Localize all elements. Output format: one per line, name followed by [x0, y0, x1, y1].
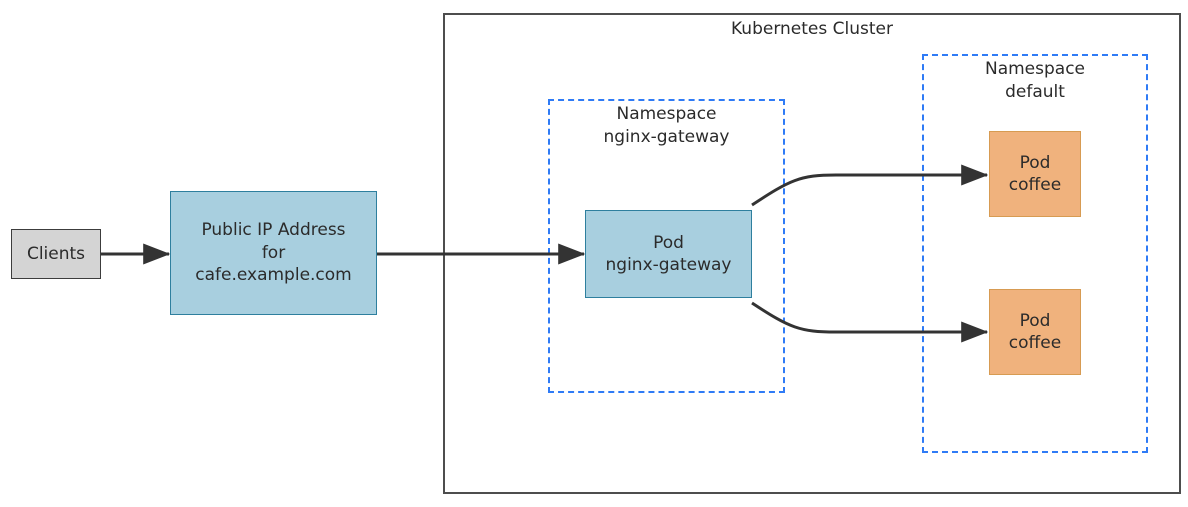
node-pod-coffee-2[interactable]: Pod coffee	[989, 289, 1081, 375]
node-public-ip-address[interactable]: Public IP Address for cafe.example.com	[170, 191, 377, 315]
kubernetes-cluster-label: Kubernetes Cluster	[731, 19, 893, 39]
node-clients[interactable]: Clients	[11, 229, 101, 279]
namespace-default-boundary	[922, 54, 1148, 453]
namespace-nginx-gateway-boundary	[548, 99, 785, 393]
node-pod-nginx-gateway[interactable]: Pod nginx-gateway	[585, 210, 752, 298]
node-pod-coffee-1[interactable]: Pod coffee	[989, 131, 1081, 217]
namespace-default-label: Namespace default	[984, 59, 1086, 103]
namespace-nginx-gateway-label: Namespace nginx-gateway	[603, 104, 730, 148]
